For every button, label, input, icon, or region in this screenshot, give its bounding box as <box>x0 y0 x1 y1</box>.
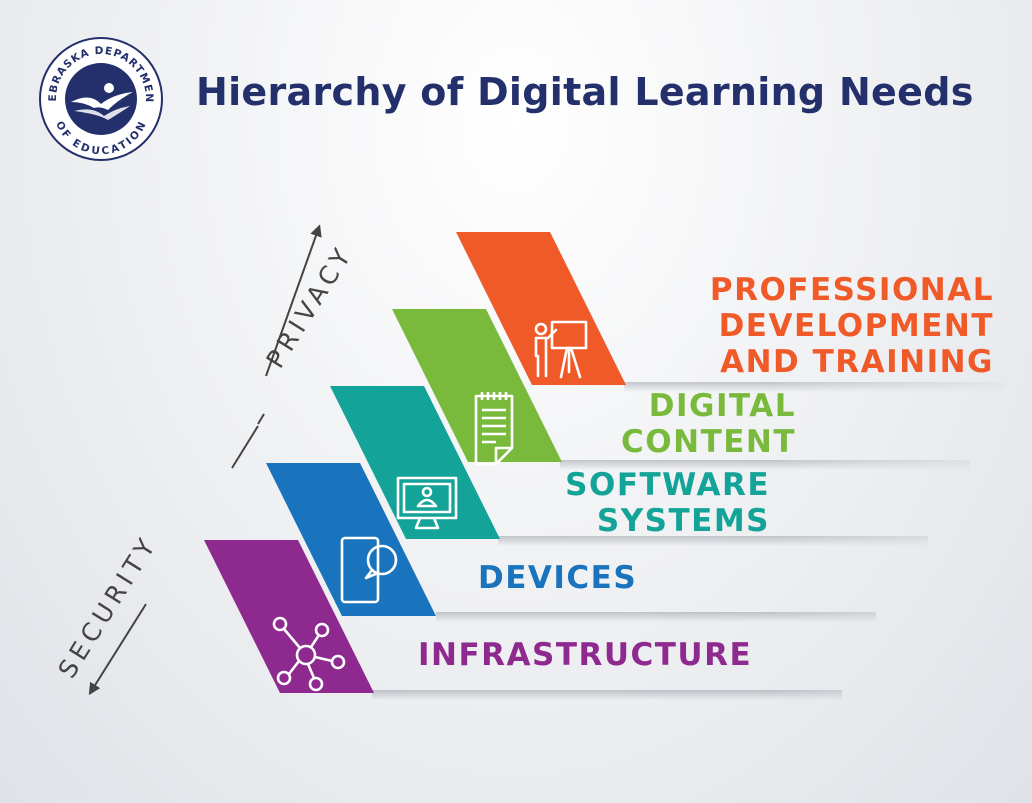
nde-logo: NEBRASKA DEPARTMENT OF EDUCATION <box>38 36 163 161</box>
level-3-line-2: SYSTEMS <box>596 503 770 539</box>
level-1-line-1: INFRASTRUCTURE <box>418 637 753 673</box>
level-3-line-1: SOFTWARE <box>565 467 770 503</box>
level-4-line-1: DIGITAL <box>648 388 796 424</box>
level-2-line-1: DEVICES <box>478 560 638 596</box>
privacy-label: PRIVACY <box>260 240 358 373</box>
security-label: SECURITY <box>52 530 163 683</box>
logo-emblem <box>65 63 137 135</box>
level-5-label: PROFESSIONAL DEVELOPMENT AND TRAINING <box>710 272 994 380</box>
level-3-label: SOFTWARE SYSTEMS <box>565 467 770 539</box>
level-5-line-1: PROFESSIONAL <box>709 272 994 308</box>
level-2-label: DEVICES <box>478 560 637 596</box>
axis-arrow-segment <box>257 413 265 425</box>
tablet-chat-icon <box>340 536 398 604</box>
monitor-user-icon <box>396 476 458 530</box>
level-4-band <box>392 309 562 462</box>
level-3-band <box>330 386 500 539</box>
network-icon <box>272 616 346 692</box>
axis-arrow-top <box>265 224 322 377</box>
level-4-line-2: CONTENT <box>621 424 796 460</box>
level-shadows <box>372 382 1004 700</box>
level-1-band <box>204 540 374 693</box>
level-5-line-2: DEVELOPMENT <box>718 308 994 344</box>
notepad-icon <box>474 392 514 466</box>
presenter-icon <box>534 320 588 379</box>
level-1-label: INFRASTRUCTURE <box>418 637 752 673</box>
axis-arrow <box>88 425 259 696</box>
level-4-label: DIGITAL CONTENT <box>621 388 796 460</box>
level-5-line-3: AND TRAINING <box>720 344 994 380</box>
level-2-band <box>266 463 436 616</box>
page-title: Hierarchy of Digital Learning Needs <box>196 70 974 114</box>
